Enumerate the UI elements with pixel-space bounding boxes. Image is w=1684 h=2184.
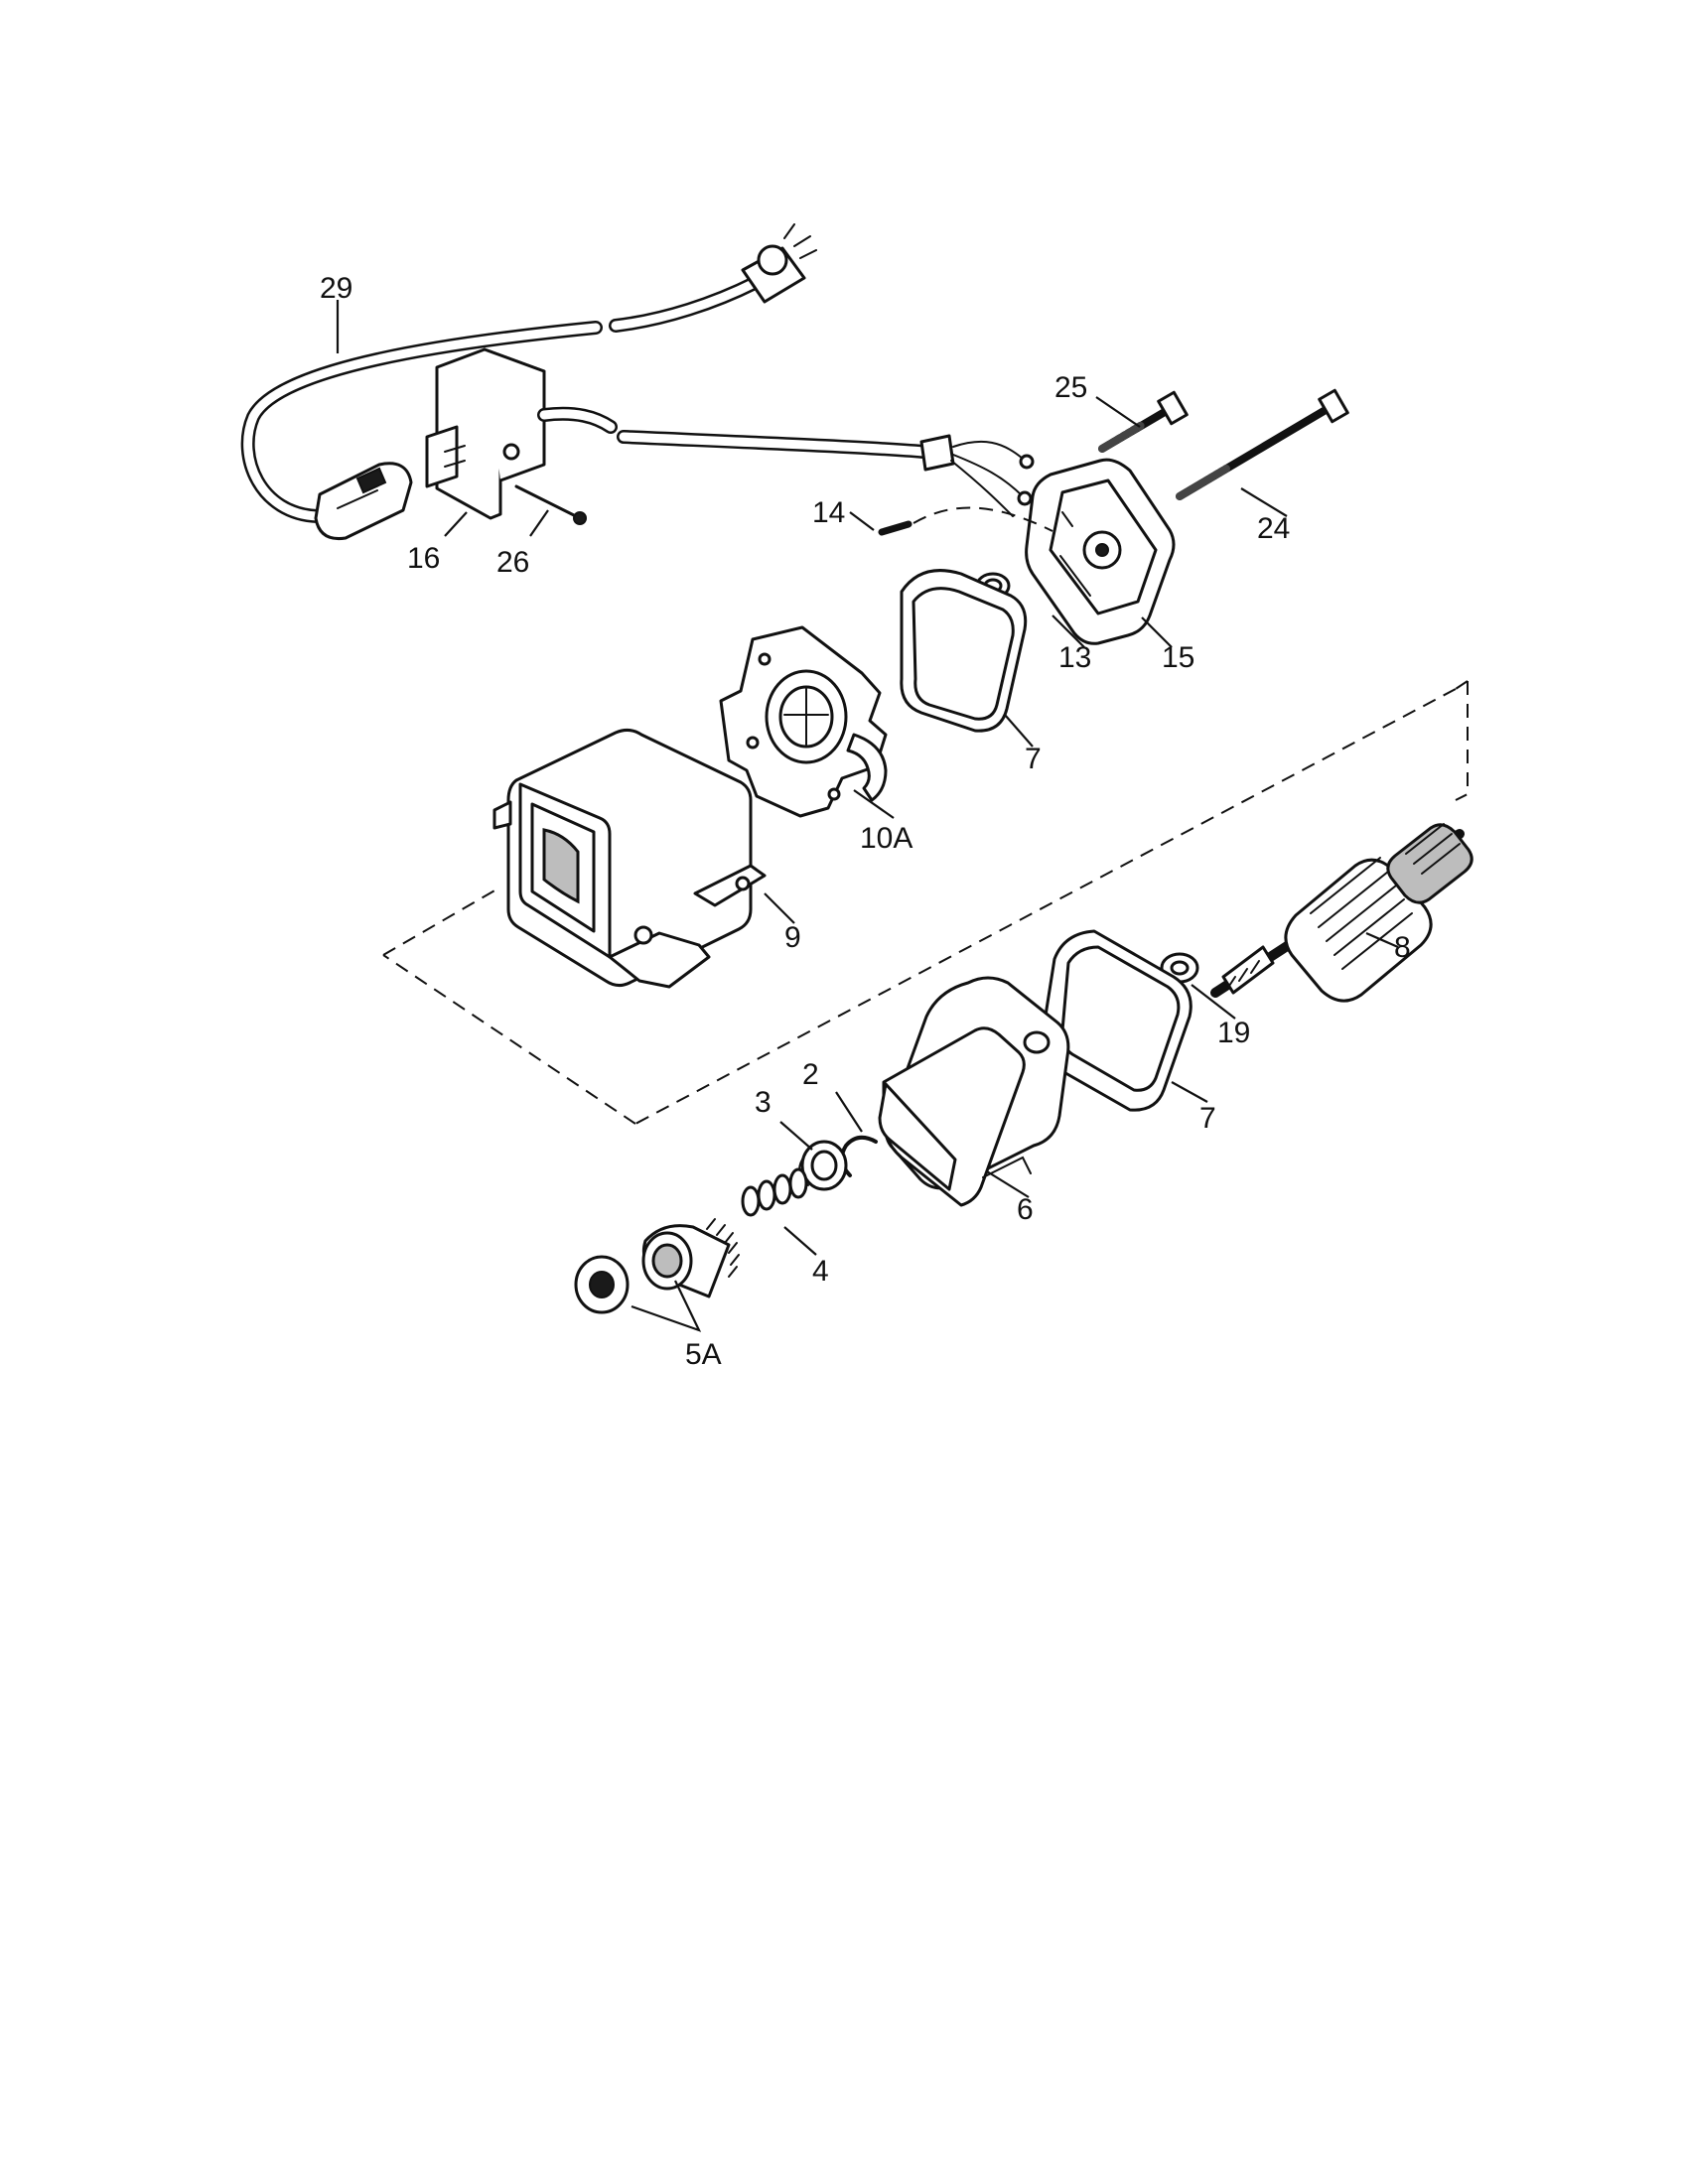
callout-labels: 29 16 26 25 24 14 13 15 7 10A 9 8 19 7 2… [320, 272, 1411, 1371]
callout-16: 16 [407, 542, 440, 575]
power-cord [240, 276, 762, 523]
bolt-25 [1098, 390, 1189, 453]
callout-26: 26 [496, 546, 529, 579]
assembly-lines [382, 680, 1469, 1125]
end-cap [1025, 458, 1176, 645]
screw-26 [514, 484, 587, 525]
callout-24: 24 [1257, 512, 1290, 545]
callout-7-upper: 7 [1025, 743, 1042, 775]
armature [1210, 823, 1474, 1003]
callout-25: 25 [1054, 371, 1087, 404]
switch-box [425, 347, 618, 520]
gasket-upper [900, 569, 1028, 733]
callout-7-lower: 7 [1199, 1102, 1216, 1135]
callout-3: 3 [755, 1086, 772, 1119]
plug-icon [741, 223, 817, 304]
brush-plate [719, 625, 888, 818]
screw-14 [878, 506, 1053, 536]
callout-29: 29 [320, 272, 352, 305]
gasket-lower [1041, 929, 1193, 1112]
cord-connector [314, 462, 413, 541]
drive-pinion [641, 1218, 740, 1298]
motor-housing [492, 728, 767, 989]
callout-19: 19 [1217, 1017, 1250, 1049]
callout-2: 2 [802, 1058, 819, 1091]
callout-8: 8 [1394, 931, 1411, 964]
bolt-24 [1176, 388, 1349, 500]
callout-14: 14 [812, 496, 845, 529]
drive-end-housing [878, 976, 1070, 1207]
callout-5a: 5A [685, 1338, 722, 1371]
callout-4: 4 [812, 1255, 829, 1288]
stop-nut [574, 1255, 630, 1314]
callout-6: 6 [1017, 1193, 1034, 1226]
spring-4 [741, 1167, 808, 1217]
leader-lines [336, 300, 1399, 1332]
callout-9: 9 [784, 921, 801, 954]
motor-leads [617, 430, 1035, 517]
callout-10a: 10A [860, 822, 912, 855]
callout-15: 15 [1162, 641, 1194, 674]
callout-13: 13 [1058, 641, 1091, 674]
spring-retainer-3 [798, 1140, 848, 1191]
